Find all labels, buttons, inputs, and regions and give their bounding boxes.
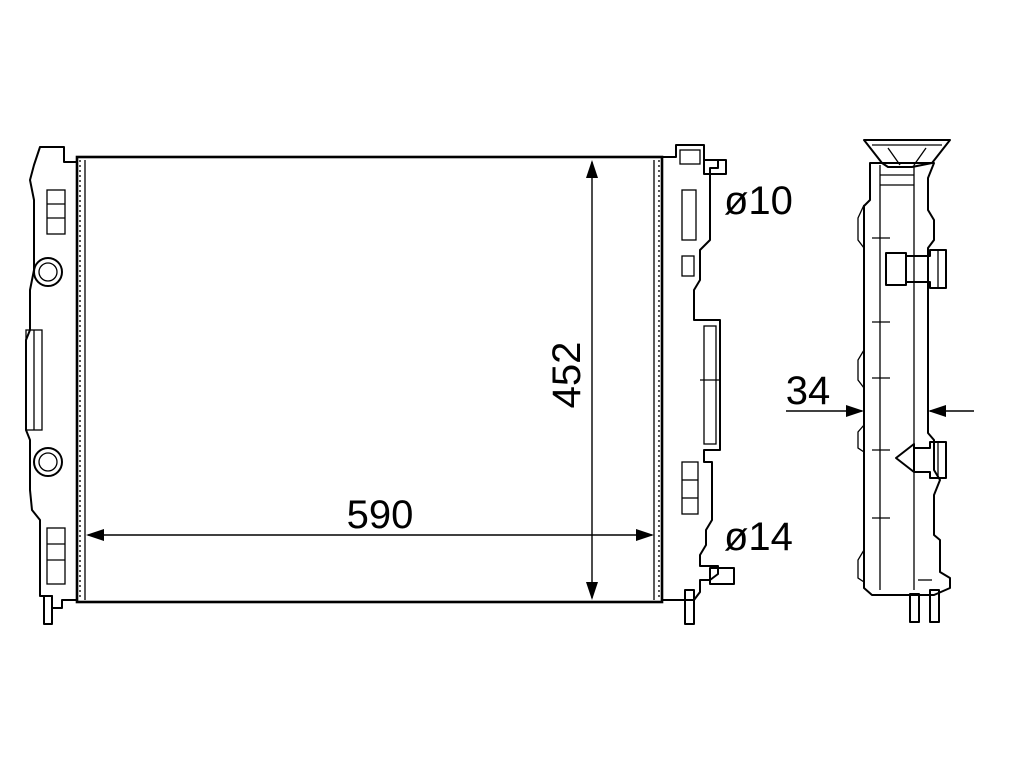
upper-pipe-diameter-label: ø10	[724, 179, 793, 223]
radiator-side-view: 34	[786, 139, 974, 623]
side-bottom-pin-2	[929, 589, 940, 623]
right-mounting-pin	[684, 589, 695, 625]
upper-pipe-stub	[703, 159, 727, 175]
side-lower-port	[895, 441, 947, 479]
mounting-bush-upper	[33, 257, 63, 287]
width-dimension: 590	[86, 493, 654, 541]
side-bottom-pin-1	[909, 593, 920, 623]
mounting-bush-lower	[33, 447, 63, 477]
height-dimension-label: 452	[545, 342, 589, 409]
radiator-front-view: 590 452 ø10 ø14	[25, 144, 793, 625]
height-dimension: 452	[545, 160, 598, 600]
depth-dimension: 34	[786, 369, 974, 417]
width-dimension-label: 590	[347, 493, 414, 537]
depth-dimension-label: 34	[786, 369, 831, 413]
side-tank-body	[863, 162, 951, 596]
lower-pipe-stub	[709, 567, 735, 585]
side-upper-port	[885, 249, 947, 289]
lower-pipe-diameter-label: ø14	[724, 515, 793, 559]
left-mounting-pin	[43, 595, 53, 625]
right-tank	[661, 144, 735, 625]
left-tank	[25, 146, 78, 625]
